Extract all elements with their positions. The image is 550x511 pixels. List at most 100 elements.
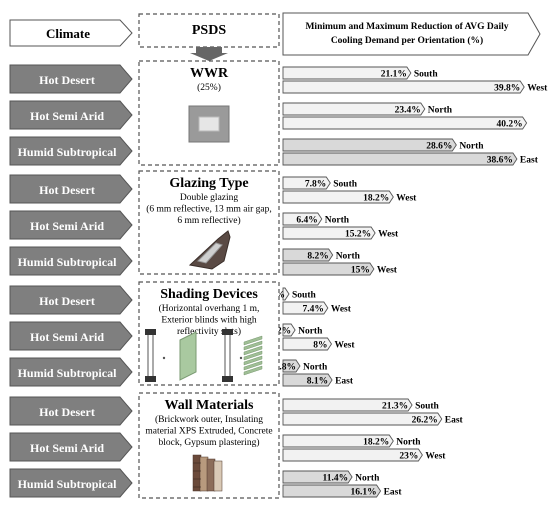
exterior-blinds xyxy=(243,335,263,376)
header: Climate PSDS Minimum and Maximum Reducti… xyxy=(9,12,541,61)
reduction-value-label: 8.1% xyxy=(307,377,328,387)
strategy-description-line: (25%) xyxy=(197,82,221,93)
reduction-bar xyxy=(282,80,525,94)
post-base xyxy=(145,376,156,382)
climate-label: Hot Desert xyxy=(39,405,95,419)
window-pane xyxy=(198,116,220,132)
orientation-label: North xyxy=(298,327,323,337)
reduction-value-label: 38.6% xyxy=(487,156,513,166)
strategy-description-line: Double glazing xyxy=(180,193,239,203)
reduction-bar xyxy=(282,102,426,116)
reduction-header-line1: Minimum and Maximum Reduction of AVG Dai… xyxy=(305,22,508,32)
climate-label: Hot Semi Arid xyxy=(30,330,104,344)
climate-label: Hot Desert xyxy=(39,73,95,87)
strategy-description-line: reflectivity slats) xyxy=(177,326,241,337)
psds-header-box xyxy=(138,13,280,48)
reduction-bar xyxy=(282,434,394,448)
climate-label: Humid Subtropical xyxy=(18,145,117,159)
climate-header-label: Climate xyxy=(46,26,90,41)
climate-arrow xyxy=(9,432,133,462)
climate-label: Hot Semi Arid xyxy=(30,219,104,233)
strategy-description-line: (Brickwork outer, Insulating xyxy=(155,414,263,425)
column-post xyxy=(224,331,231,379)
reduction-bar xyxy=(282,412,443,426)
reduction-bar xyxy=(282,398,413,412)
reduction-value-label: 7.8% xyxy=(305,180,326,190)
orientation-label: North xyxy=(396,438,421,448)
strategy-title: Glazing Type xyxy=(169,176,248,191)
strategy-description-line: material XPS Extruded, Concrete xyxy=(145,427,272,437)
blind-slat xyxy=(243,360,263,371)
climate-label: Hot Semi Arid xyxy=(30,109,104,123)
strategy-description-line: block, Gypsum plastering) xyxy=(158,437,259,448)
climate-arrow xyxy=(9,396,133,426)
psds-header-label: PSDS xyxy=(192,23,226,38)
strategy-description-line: (Horizontal overhang 1 m, xyxy=(159,303,260,314)
orientation-label: North xyxy=(303,363,328,373)
wall-layer xyxy=(213,460,223,492)
strategy-title: Shading Devices xyxy=(160,287,258,302)
climate-arrow xyxy=(9,246,133,276)
wall-layers-icon xyxy=(192,454,223,492)
orientation-label: West xyxy=(378,230,399,240)
glazing-frame-icon xyxy=(188,230,231,270)
reduction-bar xyxy=(282,248,334,262)
reduction-value-label: 6.4% xyxy=(296,216,317,226)
reduction-value-label: 18.2% xyxy=(363,438,389,448)
orientation-label: East xyxy=(335,377,354,387)
climate-header-arrow xyxy=(9,19,133,47)
orientation-label: West xyxy=(377,266,398,276)
blind-slat xyxy=(243,350,263,361)
reduction-value-label: 40.2% xyxy=(496,120,522,130)
shading-devices-icon xyxy=(145,329,263,382)
reduction-value-label: 15.2% xyxy=(345,230,371,240)
orientation-label: North xyxy=(355,474,380,484)
reduction-bar xyxy=(282,116,528,130)
reduction-bar xyxy=(282,66,412,80)
reduction-header-arrow xyxy=(282,12,541,56)
reduction-value-label: 23.4% xyxy=(395,106,421,116)
reduction-bar xyxy=(282,337,333,351)
reduction-value-label: 15% xyxy=(351,266,370,276)
climate-label: Humid Subtropical xyxy=(18,366,117,380)
climate-label: Humid Subtropical xyxy=(18,255,117,269)
strategy-panel xyxy=(138,281,280,386)
reduction-bar xyxy=(282,262,375,276)
blind-slat xyxy=(243,365,263,376)
reduction-bar xyxy=(282,484,382,498)
climate-arrow xyxy=(9,174,133,204)
overhang-panel xyxy=(179,331,197,381)
reduction-bar xyxy=(282,287,290,301)
climate-arrow xyxy=(9,321,133,351)
orientation-label: West xyxy=(396,194,417,204)
reduction-bar xyxy=(282,152,518,166)
orientation-label: North xyxy=(325,216,350,226)
blind-slat xyxy=(243,355,263,366)
orientation-label: West xyxy=(425,452,446,462)
climate-label: Hot Desert xyxy=(39,183,95,197)
reduction-value-label: 23% xyxy=(399,452,418,462)
reduction-bar xyxy=(282,212,323,226)
reduction-value-label: 16.1% xyxy=(350,488,376,498)
reduction-value-label: 39.8% xyxy=(494,84,520,94)
climate-arrow xyxy=(9,468,133,498)
post-cap xyxy=(222,329,233,335)
reduction-bar xyxy=(282,359,301,373)
climate-arrow xyxy=(9,100,133,130)
orientation-label: West xyxy=(331,305,352,315)
post-cap xyxy=(145,329,156,335)
reduction-bar xyxy=(282,176,331,190)
orientation-label: East xyxy=(520,156,539,166)
orientation-label: West xyxy=(527,84,548,94)
orientation-label: South xyxy=(292,291,316,301)
climate-label: Humid Subtropical xyxy=(18,477,117,491)
climate-label: Hot Desert xyxy=(39,294,95,308)
orientation-label: West xyxy=(334,341,355,351)
reduction-value-label: 18.2% xyxy=(363,194,389,204)
blind-slat xyxy=(243,335,263,346)
